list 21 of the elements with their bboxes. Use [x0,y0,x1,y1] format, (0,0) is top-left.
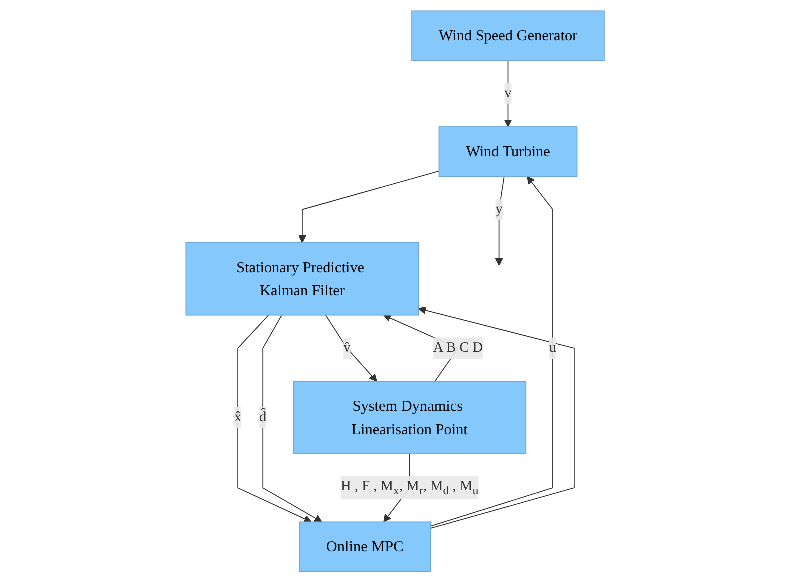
arrow [298,170,440,243]
edge-label: A B C D [433,340,483,356]
arrow [325,314,378,382]
arrow [237,314,312,522]
edge-label: x̂ [234,409,242,424]
node-box: Wind Speed Generator [411,10,605,61]
edge-label: v̂ [343,340,350,356]
edge-label: u [549,340,556,356]
arrow [504,60,512,127]
edge-label: y [495,201,503,216]
arrow [430,176,554,526]
arrow [418,306,575,529]
edge-label: d̂ [259,409,266,424]
edge-label: v [504,85,512,101]
node-box: Online MPC [298,521,431,572]
node-box: System Dynamics Linearisation Point [292,380,526,454]
edge-label: H , F , M$_{x}$, M$_{r}$, M$_{d}$ , M$_{u}$ [340,478,478,497]
node-box: Stationary Predictive Kalman Filter [185,242,419,316]
arrow [495,176,505,266]
arrow [262,314,322,522]
node-box: Wind Turbine [438,126,578,177]
